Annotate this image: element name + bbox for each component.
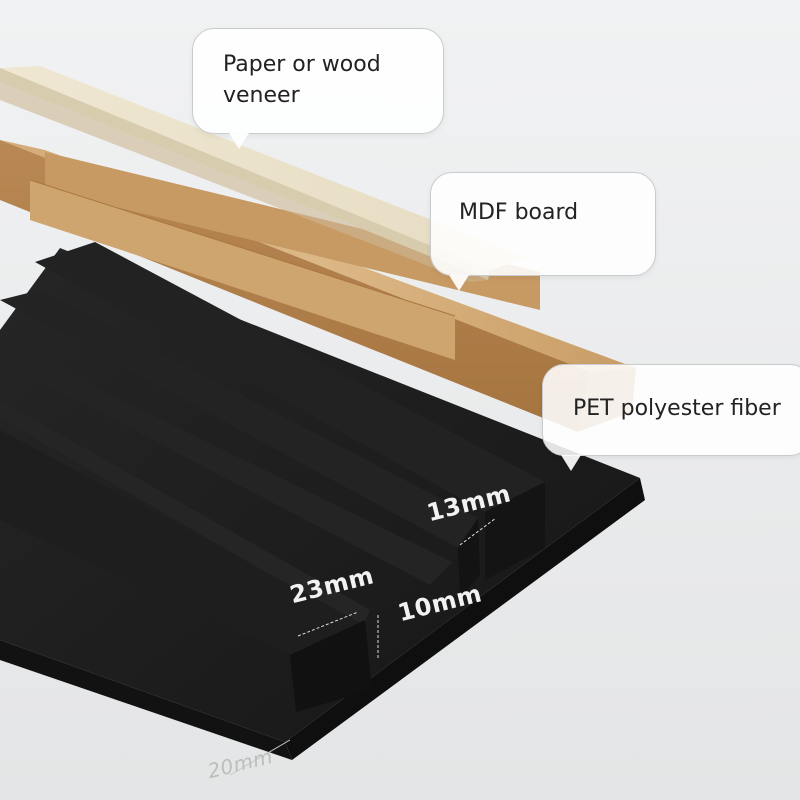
pet-label: PET polyester fiber [573, 396, 781, 421]
mdf-callout: MDF board [430, 172, 656, 291]
veneer-label-line1: Paper or wood [223, 52, 381, 77]
pet-callout: PET polyester fiber [542, 364, 800, 471]
veneer-label-line2: veneer [223, 83, 300, 108]
callout-tail [229, 133, 249, 149]
callout-tail [561, 455, 581, 471]
mdf-board [0, 140, 636, 432]
veneer-layer [0, 66, 528, 282]
felt-slats [0, 242, 545, 776]
callout-tail [449, 275, 469, 291]
mdf-label: MDF board [459, 200, 579, 225]
veneer-callout: Paper or wood veneer [192, 28, 444, 149]
